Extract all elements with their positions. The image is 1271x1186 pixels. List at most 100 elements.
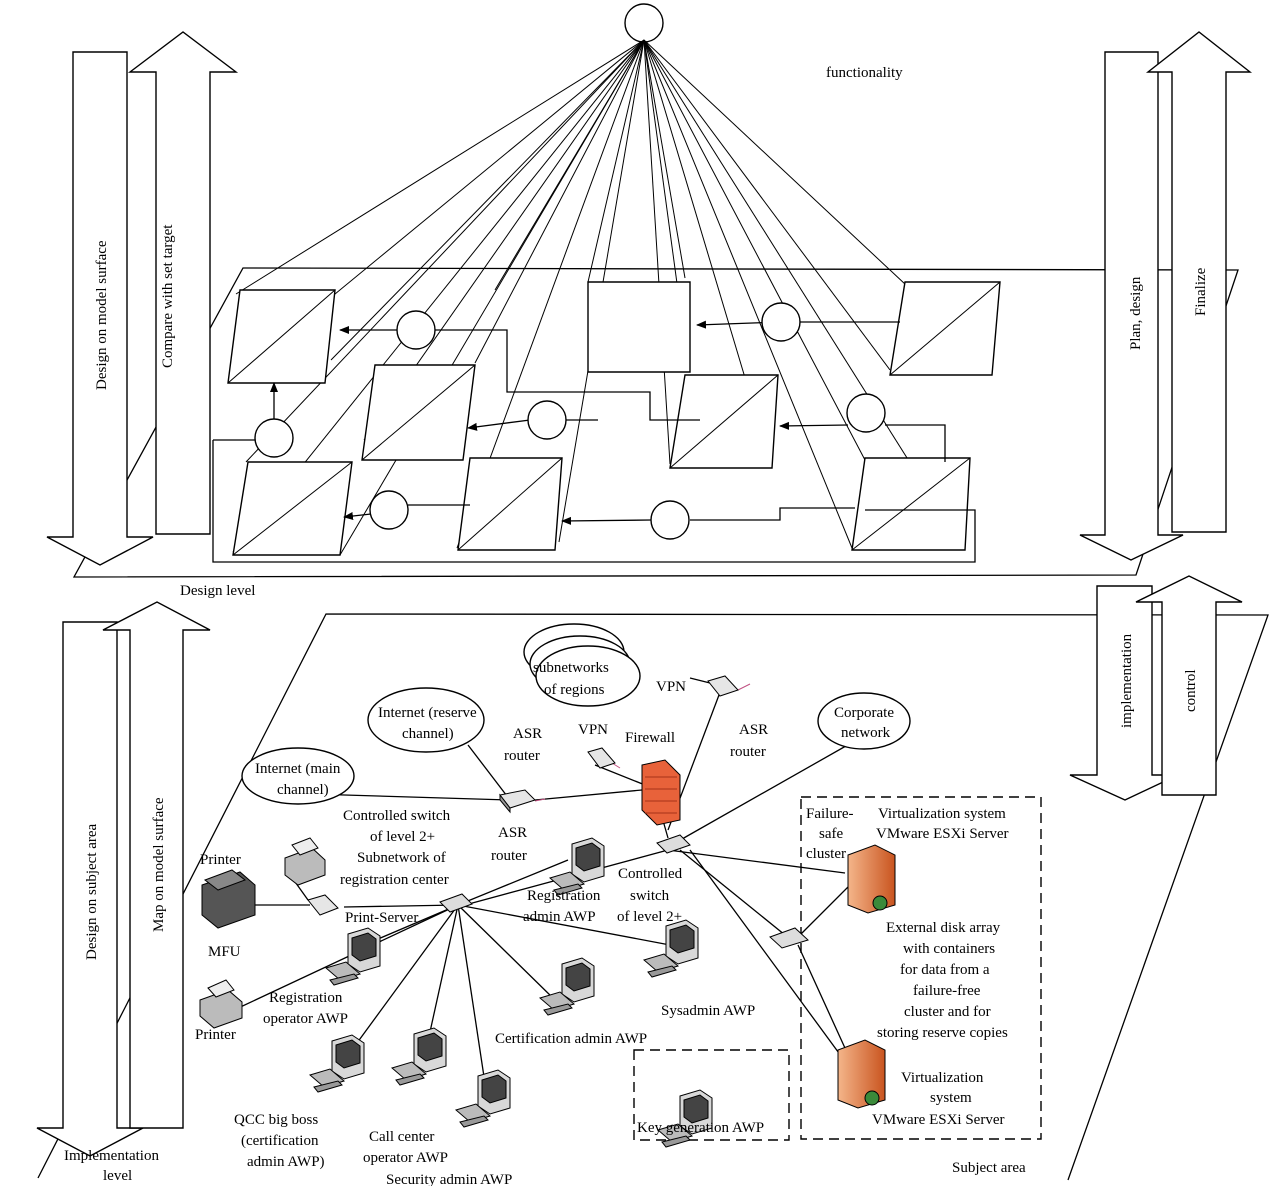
design-level-plane [72, 267, 1239, 578]
firewall-label: Firewall [625, 730, 675, 746]
switch-cluster [769, 927, 809, 949]
arrow-compare-with-set-target [127, 31, 239, 535]
switch-controlled-main [656, 834, 691, 854]
arrow-design-on-subject-area [36, 621, 144, 1157]
arrow-plan-label: Plan, design [1128, 276, 1144, 350]
switch-registration-label-3: Subnetwork of [357, 850, 446, 866]
failure-safe-label-1: Failure- [806, 806, 853, 822]
arrow-finalize [1145, 31, 1253, 533]
disk-label-3: for data from a [900, 962, 990, 978]
key-generation-label: Key generation AWP [637, 1120, 764, 1136]
cloud-corporate-network [817, 692, 911, 750]
asr-router-c-label-2: router [491, 848, 527, 864]
cloud-internet-main [241, 747, 355, 805]
cloud-internet-reserve [367, 687, 485, 753]
design-process-nodes [254, 302, 886, 540]
arrow-finalize-label: Finalize [1193, 267, 1209, 316]
vpn-label-left: VPN [578, 722, 608, 738]
printer-top-icon [284, 837, 326, 886]
arrow-map-label: Map on model surface [151, 797, 167, 932]
switch-registration-label-1: Controlled switch [343, 808, 451, 824]
printer-bottom-label: Printer [195, 1027, 236, 1043]
cloud-regions [523, 623, 641, 707]
printer-top-label: Printer [200, 852, 241, 868]
arrow-plan-design [1079, 51, 1184, 561]
call-center-label-2: operator AWP [363, 1150, 448, 1166]
server-virtualization-bottom [837, 1039, 886, 1109]
mfu-label: MFU [208, 944, 241, 960]
failure-safe-label-2: safe [819, 826, 843, 842]
virt-top-label-1: Virtualization system [878, 806, 1006, 822]
mfu-icon [201, 869, 256, 929]
arrow-design-subject-label: Design on subject area [84, 823, 100, 960]
cloud-reserve-label-1: Internet (reserve [378, 705, 477, 721]
pc-registration-operator-icon [324, 927, 381, 986]
switch-registration-label-2: of level 2+ [370, 829, 435, 845]
asr-router-c-label-1: ASR [498, 825, 527, 841]
design-flow-connectors [212, 320, 976, 563]
arrow-implementation [1069, 585, 1179, 801]
sysadmin-label: Sysadmin AWP [661, 1003, 755, 1019]
certification-admin-label: Certification admin AWP [495, 1031, 647, 1047]
pc-certification-admin-icon [538, 957, 595, 1016]
call-center-label-1: Call center [369, 1129, 434, 1145]
pc-call-center-operator-icon [390, 1027, 447, 1086]
asr-router-b-label-1: ASR [739, 722, 768, 738]
arrow-compare-label: Compare with set target [160, 224, 176, 368]
virt-bottom-label-1: Virtualization [901, 1070, 984, 1086]
cloud-reserve-label-2: channel) [402, 726, 454, 742]
disk-label-6: storing reserve copies [877, 1025, 1008, 1041]
switch-registration-label-4: registration center [340, 872, 449, 888]
qcc-label-3: admin AWP) [247, 1154, 325, 1170]
implementation-level-label: Implementation [64, 1148, 159, 1164]
arrow-control [1135, 575, 1243, 796]
registration-operator-label-1: Registration [269, 990, 343, 1006]
registration-admin-label-1: Registration [527, 888, 601, 904]
asr-router-b-label-2: router [730, 744, 766, 760]
vpn-label-right: VPN [656, 679, 686, 695]
cloud-regions-label-2: of regions [544, 682, 605, 698]
pc-registration-admin-icon [548, 837, 605, 896]
subject-area-label: Subject area [952, 1160, 1026, 1176]
controlled-switch-label-3: of level 2+ [617, 909, 682, 925]
pc-key-generation-icon [656, 1089, 713, 1148]
disk-label-4: failure-free [913, 983, 981, 999]
printer-bottom-icon [199, 979, 243, 1029]
security-admin-label: Security admin AWP [386, 1172, 512, 1186]
disk-label-5: cluster and for [904, 1004, 991, 1020]
workstations [308, 837, 713, 1148]
router-print-server [307, 894, 339, 916]
firewall-icon [641, 759, 681, 826]
print-server-label: Print-Server [345, 910, 418, 926]
virt-bottom-label-3: VMware ESXi Server [872, 1112, 1004, 1128]
registration-admin-label-2: admin AWP [523, 909, 596, 925]
cloud-corporate-label-2: network [841, 725, 891, 741]
design-level-label: Design level [180, 583, 255, 599]
failure-safe-label-3: cluster [806, 846, 846, 862]
router-vpn-left [587, 747, 616, 769]
virt-top-label-2: VMware ESXi Server [876, 826, 1008, 842]
asr-router-a-label-2: router [504, 748, 540, 764]
arrow-control-label: control [1183, 670, 1199, 713]
switch-registration [439, 893, 473, 913]
disk-label-1: External disk array [886, 920, 1001, 936]
functionality-node [624, 3, 664, 43]
functionality-label: functionality [826, 65, 903, 81]
router-asr-a [499, 789, 536, 814]
arrow-design-on-model-surface [46, 51, 154, 566]
cloud-corporate-label-1: Corporate [834, 705, 894, 721]
arrow-design-label: Design on model surface [94, 240, 110, 390]
qcc-label-1: QCC big boss [234, 1112, 318, 1128]
failure-safe-cluster-group [800, 796, 1042, 1140]
cloud-main-label-1: Internet (main [255, 761, 341, 777]
router-vpn-right [707, 675, 739, 697]
virt-bottom-label-2: system [930, 1090, 972, 1106]
arrow-map-on-model-surface [102, 601, 211, 1129]
key-generation-group [633, 1049, 790, 1141]
controlled-switch-label-2: switch [630, 888, 670, 904]
pc-qcc-big-boss-icon [308, 1034, 365, 1093]
controlled-switch-label-1: Controlled [618, 866, 683, 882]
server-virtualization-top [847, 844, 896, 914]
cloud-main-label-2: channel) [277, 782, 329, 798]
